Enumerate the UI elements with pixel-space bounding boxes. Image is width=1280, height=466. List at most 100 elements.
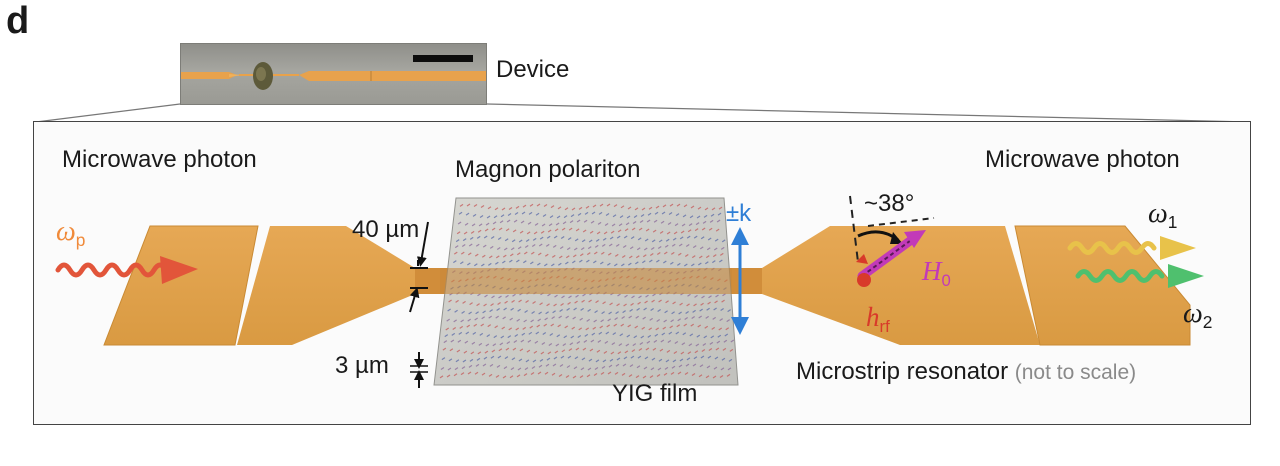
- spin-mark: [623, 235, 628, 239]
- spin-mark: [644, 300, 648, 304]
- spin-mark: [511, 357, 516, 361]
- spin-mark: [561, 227, 566, 231]
- spin-mark: [625, 343, 630, 347]
- spin-mark: [714, 238, 719, 242]
- spin-mark: [609, 358, 614, 362]
- spin-mark: [677, 262, 681, 266]
- spin-mark: [516, 252, 521, 256]
- spin-mark: [514, 334, 519, 338]
- spin-mark: [675, 331, 680, 335]
- spin-mark: [712, 375, 717, 379]
- spin-mark: [595, 300, 599, 304]
- spin-mark: [462, 359, 467, 363]
- spin-mark: [691, 315, 695, 319]
- spin-mark: [651, 239, 656, 243]
- spin-mark: [573, 307, 577, 311]
- spin-mark: [586, 259, 590, 263]
- spin-mark: [504, 300, 508, 304]
- spin-mark: [521, 332, 526, 336]
- panel-letter: d: [6, 0, 30, 42]
- spin-mark: [711, 326, 716, 330]
- spin-mark: [574, 238, 579, 242]
- spin-mark: [718, 327, 723, 331]
- spin-mark: [439, 375, 444, 379]
- spin-mark: [652, 347, 657, 351]
- spin-mark: [610, 351, 615, 355]
- spin-mark: [644, 238, 649, 242]
- spin-mark: [457, 221, 462, 225]
- spin-mark: [441, 357, 446, 361]
- spin-mark: [494, 325, 499, 329]
- spin-mark: [452, 326, 457, 330]
- spin-mark: [698, 255, 703, 259]
- spin-mark: [670, 371, 675, 375]
- spin-mark: [618, 343, 623, 347]
- spin-mark: [628, 374, 633, 378]
- spin-mark: [488, 262, 492, 266]
- spin-mark: [483, 356, 488, 360]
- spin-mark: [636, 247, 641, 251]
- spin-mark: [699, 308, 703, 312]
- spin-mark: [546, 357, 551, 361]
- spin-mark: [564, 207, 569, 211]
- spin-mark: [722, 293, 726, 297]
- spin-mark: [537, 318, 541, 322]
- spin-mark: [676, 203, 681, 207]
- spin-mark: [697, 206, 702, 210]
- spin-mark: [610, 230, 615, 234]
- spin-mark: [544, 253, 549, 257]
- spin-mark: [531, 366, 536, 370]
- spin-mark: [649, 375, 654, 379]
- spin-mark: [532, 301, 536, 305]
- spin-mark: [526, 349, 531, 353]
- spin-mark: [642, 254, 647, 258]
- spin-mark: [616, 235, 621, 239]
- spin-mark: [519, 348, 524, 352]
- spin-mark: [555, 222, 560, 226]
- spin-mark: [699, 364, 704, 368]
- spin-mark: [605, 331, 610, 335]
- spin-mark: [557, 206, 562, 210]
- spin-mark: [465, 212, 470, 216]
- spin-mark: [641, 326, 646, 330]
- spin-mark: [524, 367, 529, 371]
- spin-mark: [695, 222, 700, 226]
- spin-mark: [562, 221, 567, 225]
- spin-mark: [584, 211, 589, 215]
- spin-mark: [555, 343, 560, 347]
- spin-mark: [657, 245, 662, 249]
- spin-mark: [693, 356, 698, 360]
- spin-mark: [455, 299, 459, 303]
- spin-mark: [643, 366, 648, 370]
- spin-mark: [537, 371, 542, 375]
- pump-photon-wave: [55, 262, 169, 278]
- spin-mark: [476, 357, 481, 361]
- left-taper: [237, 226, 415, 345]
- spin-mark: [609, 302, 613, 306]
- spin-mark: [583, 219, 588, 223]
- spin-mark: [477, 293, 481, 297]
- spin-mark: [600, 319, 604, 323]
- spin-mark: [722, 347, 727, 351]
- spin-mark: [440, 367, 445, 371]
- spin-mark: [446, 374, 451, 378]
- spin-mark: [534, 340, 539, 344]
- spin-mark: [518, 239, 523, 243]
- spin-mark: [496, 308, 500, 312]
- spin-mark: [498, 227, 503, 231]
- spin-mark: [705, 261, 709, 265]
- spin-mark: [617, 293, 621, 297]
- spin-mark: [573, 247, 578, 251]
- spin-mark: [672, 237, 677, 241]
- yig-film-label: YIG film: [612, 380, 698, 407]
- spin-mark: [480, 323, 485, 327]
- spin-mark: [579, 253, 584, 257]
- spin-mark: [723, 339, 728, 343]
- spin-mark: [560, 302, 564, 306]
- spin-mark: [462, 300, 466, 304]
- spin-mark: [594, 366, 599, 370]
- spin-mark: [513, 219, 518, 223]
- spin-mark: [505, 294, 509, 298]
- spin-mark: [631, 349, 636, 353]
- spin-mark: [621, 372, 626, 376]
